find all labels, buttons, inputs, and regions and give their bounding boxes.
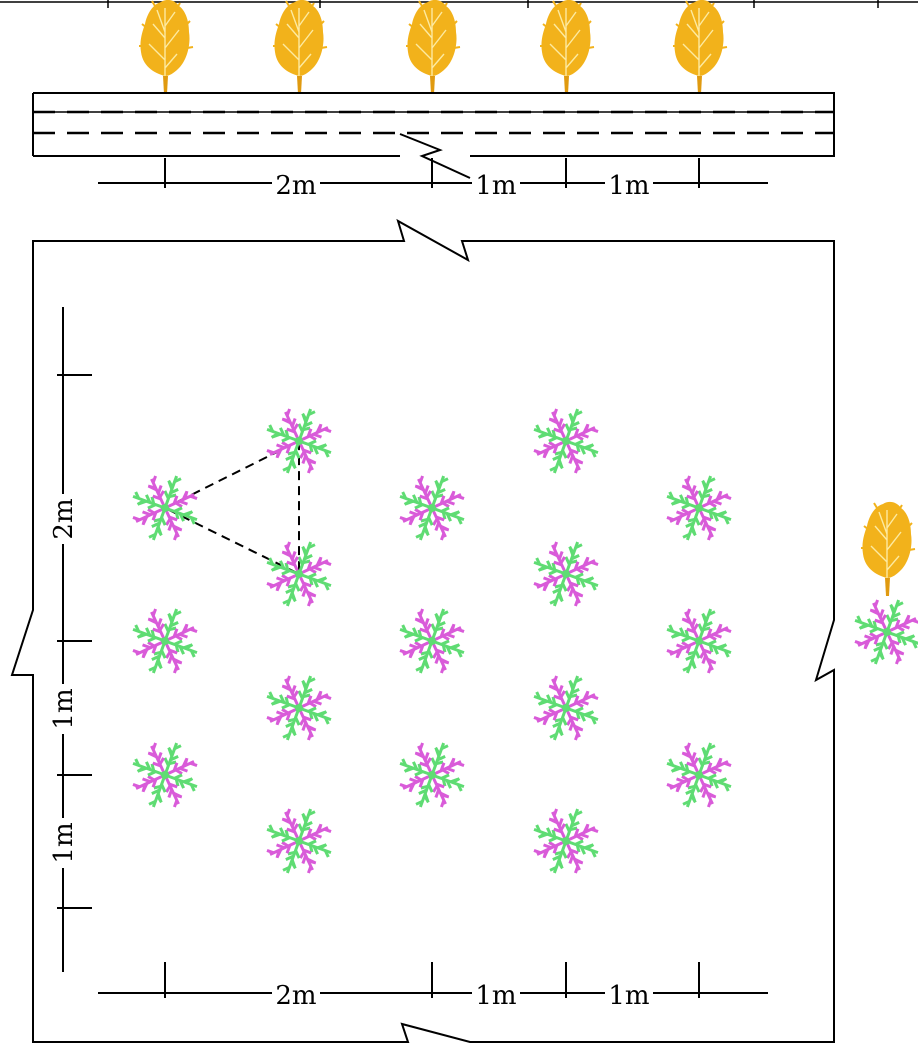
left-dimension-line: 2m 1m 1m [49, 307, 92, 972]
left-dim-label: 1m [49, 688, 79, 729]
shrub-icon [532, 674, 600, 742]
shrub-icon [665, 474, 733, 542]
tree-icon [272, 0, 328, 96]
shrub-icon [853, 598, 918, 666]
bottom-dimension-line: 2m 1m 1m [98, 962, 768, 1011]
top-path-strip [32, 92, 835, 179]
shrub-icon [665, 741, 733, 809]
top-dim-label: 2m [275, 171, 316, 201]
shrub-icon [131, 474, 199, 542]
tree-icon [539, 0, 595, 96]
top-border-cells [0, 0, 918, 8]
triangle-spacing-guide [162, 439, 300, 576]
bottom-dim-label: 1m [608, 981, 649, 1011]
shrub-icon [398, 741, 466, 809]
shrub-icon [131, 607, 199, 675]
bottom-dim-label: 1m [475, 981, 516, 1011]
planting-bed-boundary [10, 218, 835, 1043]
shrub-icon [665, 607, 733, 675]
shrub-icon [398, 474, 466, 542]
shrub-icon [265, 807, 333, 875]
tree-icon [405, 0, 461, 96]
shrub-icon [532, 807, 600, 875]
shrub-icon [532, 540, 600, 608]
shrub-grid [131, 407, 733, 875]
tree-icon [860, 500, 916, 597]
shrub-icon [398, 607, 466, 675]
top-dim-label: 1m [475, 171, 516, 201]
bottom-dim-label: 2m [275, 981, 316, 1011]
shrub-icon [532, 407, 600, 475]
left-dim-label: 1m [49, 822, 79, 863]
tree-icon [672, 0, 728, 96]
shrub-icon [131, 741, 199, 809]
top-dim-label: 1m [608, 171, 649, 201]
right-edge-symbols [853, 500, 918, 666]
top-dimension-line: 2m 1m 1m [98, 158, 768, 201]
top-tree-row [138, 0, 728, 96]
tree-icon [138, 0, 194, 96]
shrub-icon [265, 674, 333, 742]
left-dim-label: 2m [49, 498, 79, 539]
